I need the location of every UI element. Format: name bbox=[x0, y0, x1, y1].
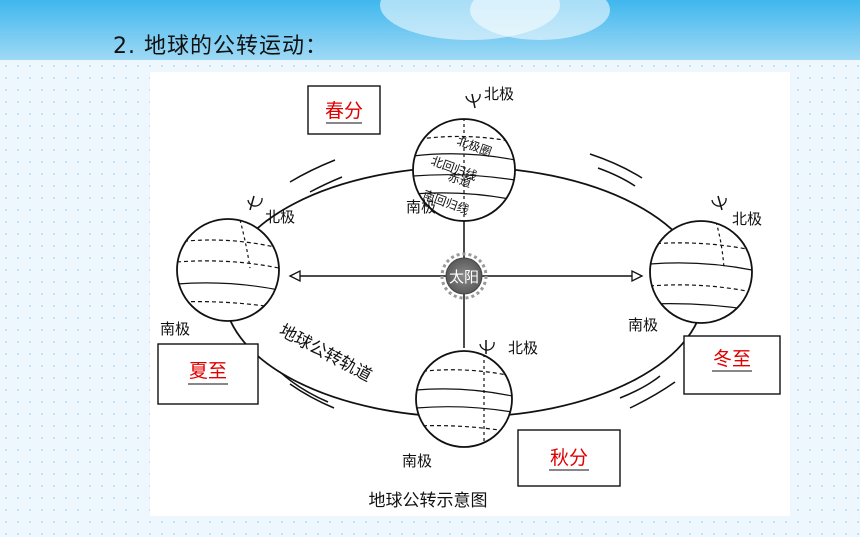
season-label-summer: 夏至 bbox=[189, 360, 227, 382]
orbit-label: 地球公转轨道 bbox=[276, 321, 375, 387]
season-box-autumn: 秋分 bbox=[517, 429, 621, 487]
revolution-diagram: 太阳 北极圈 北回归线 赤道 南回归线 北极 南极 bbox=[150, 72, 790, 516]
sun-rays bbox=[296, 203, 636, 348]
season-label-autumn: 秋分 bbox=[550, 447, 588, 469]
globe-summer: 北极 南极 bbox=[160, 195, 295, 338]
season-label-winter: 冬至 bbox=[713, 348, 751, 370]
season-label-spring: 春分 bbox=[325, 100, 363, 122]
sun-label: 太阳 bbox=[449, 268, 479, 286]
season-box-winter: 冬至 bbox=[683, 335, 781, 395]
south-pole-label: 南极 bbox=[402, 452, 432, 470]
south-pole-label: 南极 bbox=[160, 320, 190, 338]
north-pole-label: 北极 bbox=[484, 85, 514, 103]
slide-title: 2. 地球的公转运动： bbox=[113, 34, 328, 59]
north-pole-label: 北极 bbox=[732, 210, 762, 228]
ray-arrow-right bbox=[631, 269, 644, 283]
orbit-direction-marks bbox=[279, 153, 676, 409]
north-pole-label: 北极 bbox=[265, 208, 295, 226]
south-pole-label: 南极 bbox=[628, 316, 658, 334]
globe-autumn: 北极 南极 bbox=[402, 339, 538, 470]
ray-arrow-left bbox=[288, 269, 301, 283]
globe-spring: 北极圈 北回归线 赤道 南回归线 北极 南极 bbox=[406, 85, 516, 222]
south-pole-label: 南极 bbox=[406, 198, 436, 216]
north-pole-label: 北极 bbox=[508, 339, 538, 357]
globe-winter: 北极 南极 bbox=[628, 195, 762, 334]
diagram-caption: 地球公转示意图 bbox=[369, 491, 488, 511]
sun: 太阳 bbox=[440, 252, 488, 300]
season-box-summer: 夏至 bbox=[157, 343, 259, 405]
season-box-spring: 春分 bbox=[307, 85, 381, 135]
